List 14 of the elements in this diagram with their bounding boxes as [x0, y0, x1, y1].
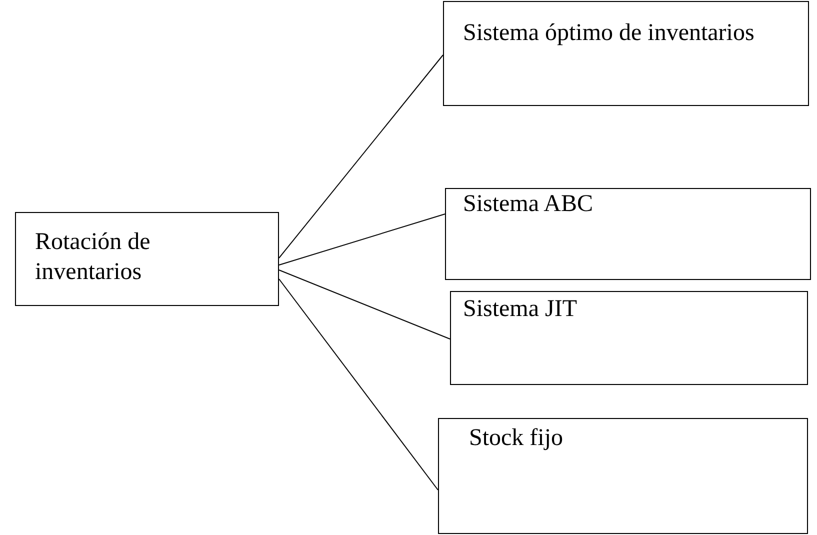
- connector-line: [278, 214, 446, 266]
- box-label: Rotación de inventarios: [35, 228, 152, 287]
- connector-line: [278, 270, 450, 340]
- box-label: Sistema JIT: [463, 295, 577, 324]
- text-box: [15, 212, 279, 306]
- connector-line: [278, 54, 444, 258]
- box-label: Sistema ABC: [463, 190, 594, 219]
- text-box: [443, 1, 809, 106]
- box-label: Sistema óptimo de inventarios: [463, 19, 754, 48]
- box-label: Stock fijo: [469, 424, 563, 453]
- text-box: [445, 188, 811, 280]
- text-box: [438, 418, 808, 534]
- connector-line: [278, 278, 438, 490]
- text-box: [450, 291, 808, 385]
